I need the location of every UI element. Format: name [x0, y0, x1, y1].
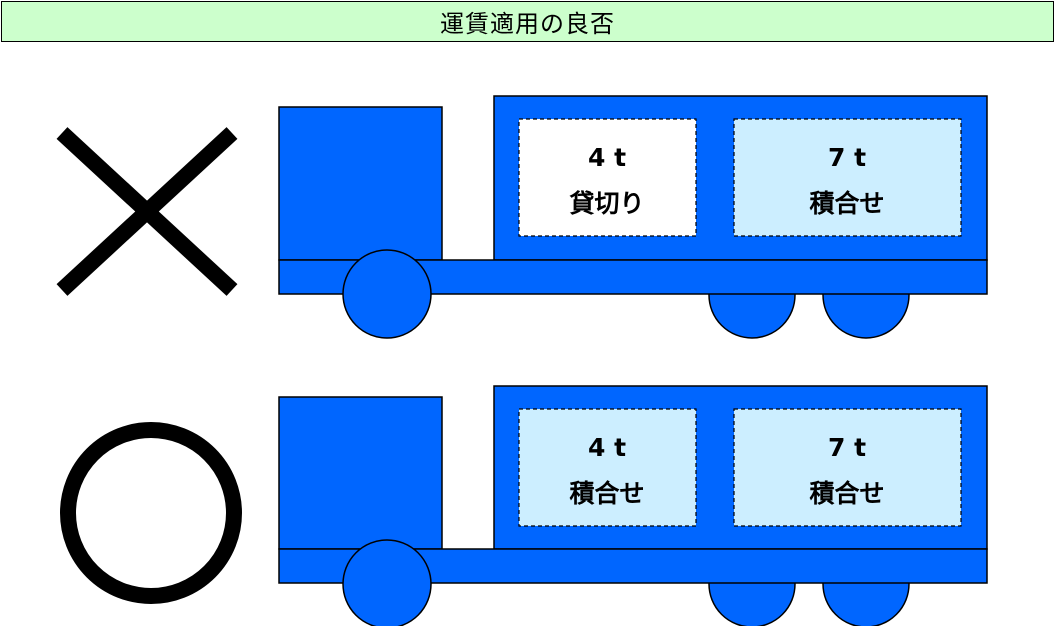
front-wheel [342, 249, 432, 339]
truck-cab [278, 106, 443, 261]
cargo-weight-label: 7 t [828, 143, 866, 172]
cargo-type-label: 貸切り [569, 189, 644, 218]
truck-row-2: 4 t 積合せ 7 t 積合せ [60, 385, 988, 626]
page-title: 運賃適用の良否 [440, 10, 615, 38]
title-bar: 運賃適用の良否 [1, 1, 1054, 42]
front-wheel [342, 539, 432, 626]
cargo-type-label: 積合せ [809, 479, 884, 508]
cargo-weight-label: 4 t [588, 433, 626, 462]
cargo-box-mixed [733, 408, 962, 527]
truck-row-1: 4 t 貸切り 7 t 積合せ [56, 95, 988, 339]
cargo-type-label: 積合せ [569, 479, 644, 508]
truck-cab [278, 396, 443, 550]
cargo-weight-label: 7 t [828, 433, 866, 462]
truck-1: 4 t 貸切り 7 t 積合せ [278, 95, 988, 339]
cargo-box-mixed [518, 408, 697, 527]
cargo-weight-label: 4 t [588, 143, 626, 172]
cargo-box-charter [518, 118, 697, 237]
truck-2: 4 t 積合せ 7 t 積合せ [278, 385, 988, 626]
cargo-type-label: 積合せ [809, 189, 884, 218]
cargo-box-mixed [733, 118, 962, 237]
circle-mark-icon [60, 422, 242, 604]
cross-mark-icon [56, 127, 238, 296]
